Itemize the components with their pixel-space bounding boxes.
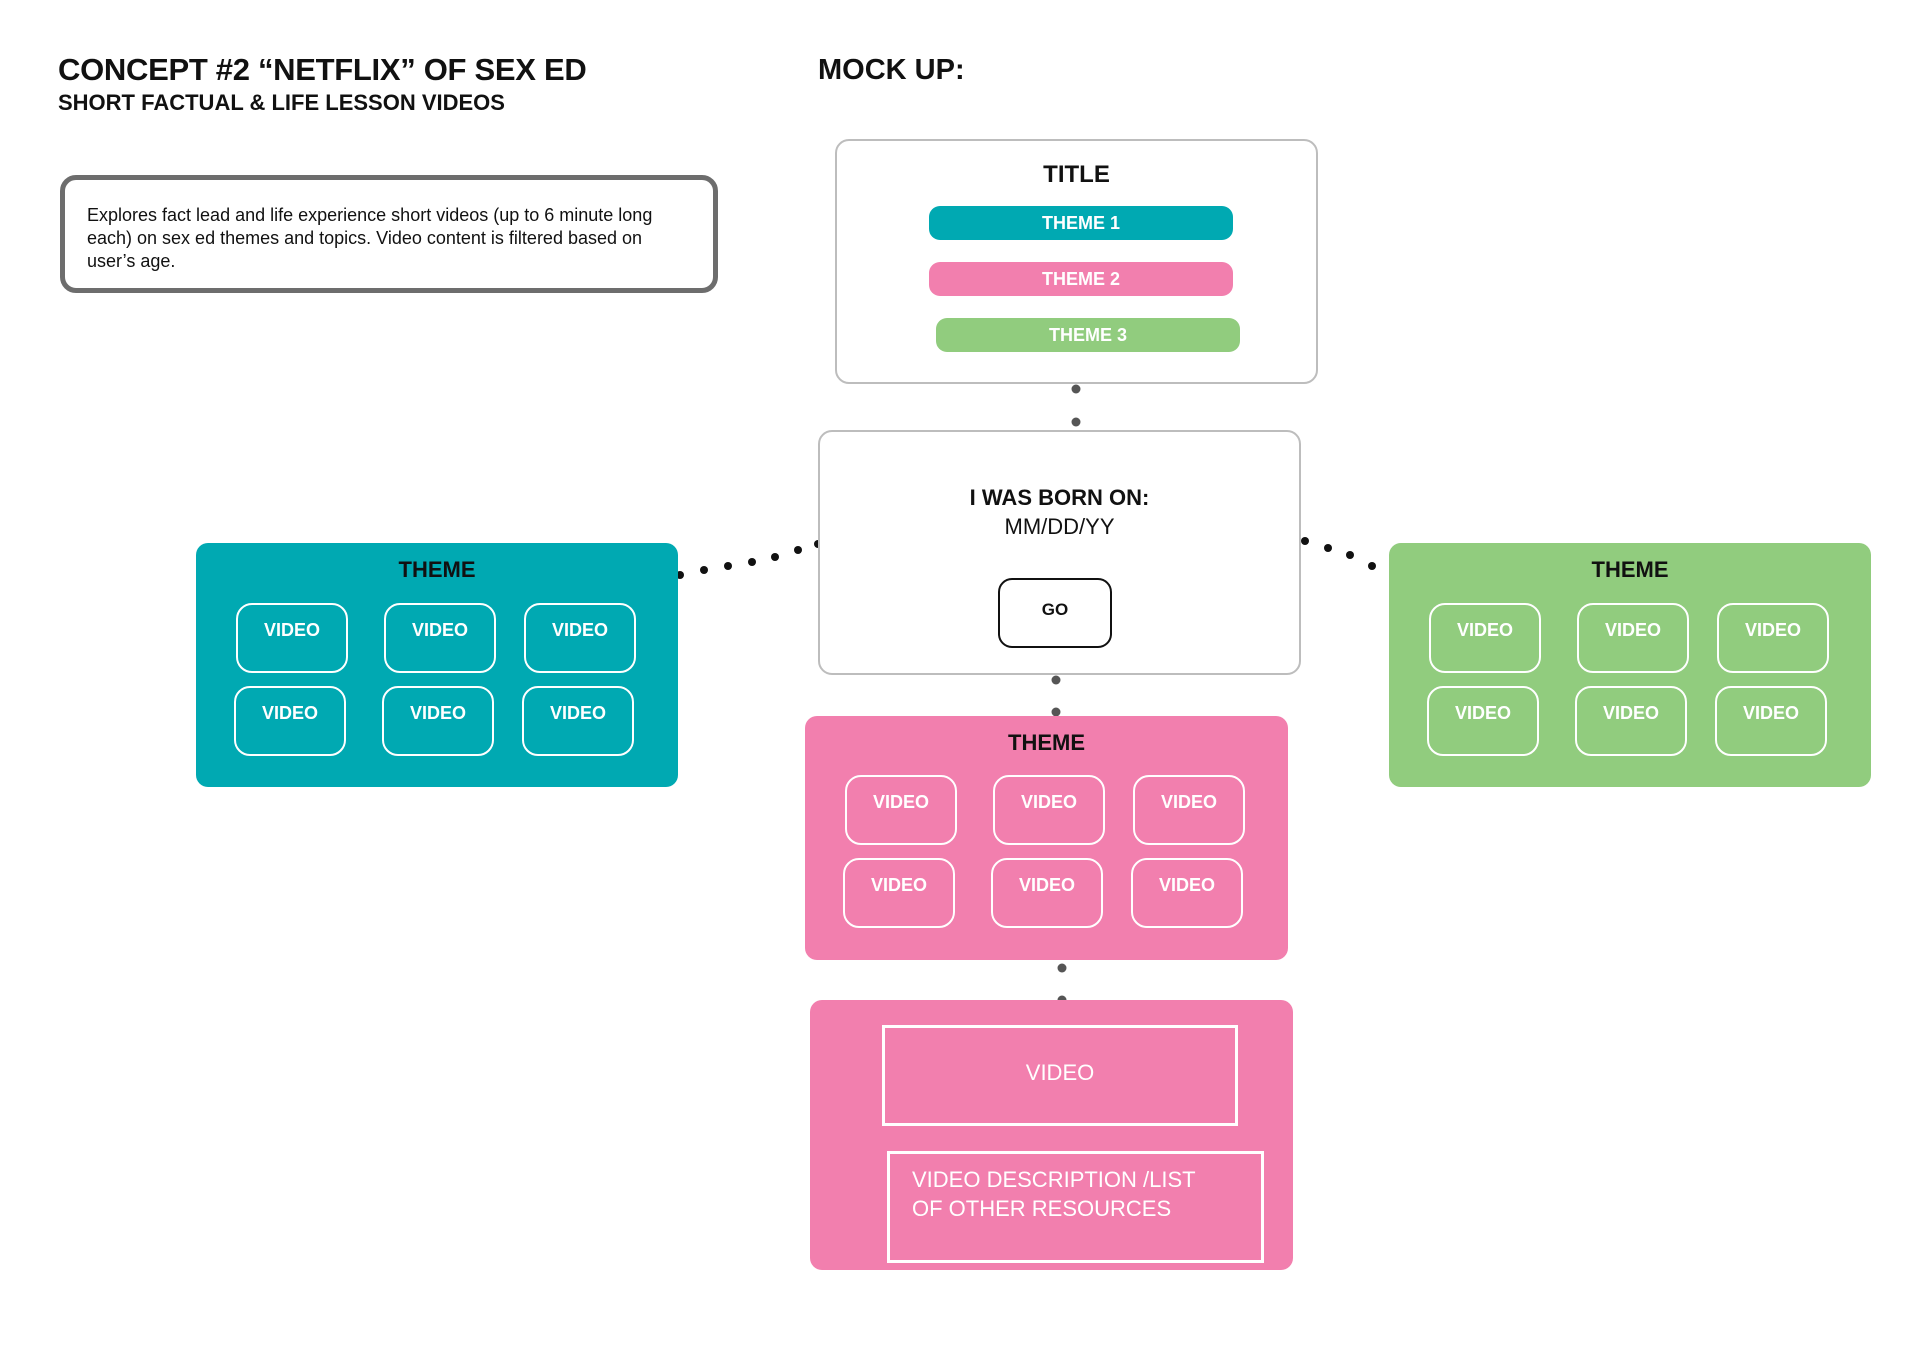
theme-panel-green: THEME VIDEO VIDEO VIDEO VIDEO VIDEO VIDE… <box>1389 543 1871 787</box>
connector-dot <box>1324 544 1332 552</box>
video-tile[interactable]: VIDEO <box>234 686 346 756</box>
theme-2-button[interactable]: THEME 2 <box>929 262 1233 296</box>
connector-dot <box>794 546 802 554</box>
mockup-heading: MOCK UP: <box>818 54 965 86</box>
theme-3-button[interactable]: THEME 3 <box>936 318 1240 352</box>
title-screen-title: TITLE <box>1043 161 1110 188</box>
go-button[interactable]: GO <box>998 578 1112 648</box>
concept-title: CONCEPT #2 “NETFLIX” OF SEX ED <box>58 52 587 87</box>
birth-date-screen: I WAS BORN ON: MM/DD/YY GO <box>818 430 1301 675</box>
video-description-line: OF OTHER RESOURCES <box>912 1196 1172 1221</box>
video-detail-screen: VIDEO VIDEO DESCRIPTION /LIST OF OTHER R… <box>810 1000 1293 1270</box>
video-tile[interactable]: VIDEO <box>1577 603 1689 673</box>
theme-1-button[interactable]: THEME 1 <box>929 206 1233 240</box>
connector-dot <box>1301 537 1309 545</box>
video-tile[interactable]: VIDEO <box>991 858 1103 928</box>
video-tile[interactable]: VIDEO <box>1427 686 1539 756</box>
theme-panel-pink: THEME VIDEO VIDEO VIDEO VIDEO VIDEO VIDE… <box>805 716 1288 960</box>
connector-dot <box>771 553 779 561</box>
video-tile[interactable]: VIDEO <box>384 603 496 673</box>
connector-dot <box>700 566 708 574</box>
concept-description-text: Explores fact lead and life experience s… <box>87 205 653 271</box>
birth-date-label: I WAS BORN ON: <box>969 485 1150 510</box>
connector-dot <box>748 558 756 566</box>
theme-panel-title: THEME <box>1008 730 1085 755</box>
video-tile[interactable]: VIDEO <box>1575 686 1687 756</box>
connector-dot <box>1057 963 1067 973</box>
video-tile[interactable]: VIDEO <box>1133 775 1245 845</box>
video-tile[interactable]: VIDEO <box>522 686 634 756</box>
video-tile[interactable]: VIDEO <box>843 858 955 928</box>
video-description-box: VIDEO DESCRIPTION /LIST OF OTHER RESOURC… <box>887 1151 1264 1263</box>
video-description-line: VIDEO DESCRIPTION /LIST <box>912 1167 1196 1192</box>
video-tile[interactable]: VIDEO <box>236 603 348 673</box>
video-tile[interactable]: VIDEO <box>524 603 636 673</box>
concept-subtitle: SHORT FACTUAL & LIFE LESSON VIDEOS <box>58 90 505 115</box>
connector-dot <box>1346 551 1354 559</box>
video-tile[interactable]: VIDEO <box>1131 858 1243 928</box>
video-tile[interactable]: VIDEO <box>993 775 1105 845</box>
connector-dot <box>1368 562 1376 570</box>
title-screen: TITLE THEME 1 THEME 2 THEME 3 <box>835 139 1318 384</box>
video-tile[interactable]: VIDEO <box>382 686 494 756</box>
video-tile[interactable]: VIDEO <box>1429 603 1541 673</box>
theme-panel-title: THEME <box>1591 557 1669 582</box>
connector-dot <box>1071 384 1081 394</box>
connector-dot <box>676 571 684 579</box>
video-tile[interactable]: VIDEO <box>845 775 957 845</box>
theme-panel-title: THEME <box>398 557 476 582</box>
birth-date-input[interactable]: MM/DD/YY <box>1004 514 1115 539</box>
connector-dot <box>1051 675 1061 685</box>
video-tile[interactable]: VIDEO <box>1715 686 1827 756</box>
video-player[interactable]: VIDEO <box>882 1025 1238 1126</box>
connector-dot <box>1071 417 1081 427</box>
concept-description-box: Explores fact lead and life experience s… <box>60 175 718 293</box>
connector-dot <box>1051 707 1061 717</box>
connector-dot <box>724 562 732 570</box>
theme-panel-teal: THEME VIDEO VIDEO VIDEO VIDEO VIDEO VIDE… <box>196 543 678 787</box>
video-tile[interactable]: VIDEO <box>1717 603 1829 673</box>
